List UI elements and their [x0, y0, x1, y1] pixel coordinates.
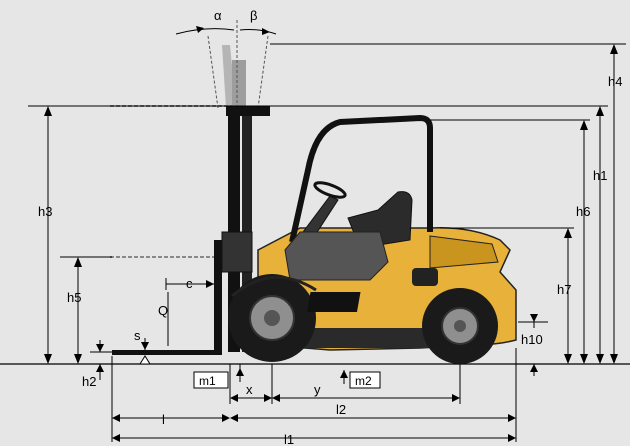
lowered-fork: [112, 350, 222, 355]
label-h4: h4: [608, 74, 622, 89]
alpha-tilt-line: [207, 35, 219, 109]
label-h2: h2: [82, 374, 96, 389]
label-h10: h10: [521, 332, 543, 347]
label-h3: h3: [38, 204, 52, 219]
front-hub: [264, 310, 280, 326]
label-beta: β: [250, 8, 257, 23]
m1-box: [193, 371, 229, 389]
label-l: l: [162, 412, 165, 427]
label-Q: Q: [158, 303, 168, 318]
label-alpha: α: [214, 8, 222, 23]
fork-heel: [214, 240, 222, 354]
extended-mast-ghost: [232, 60, 246, 108]
label-h1: h1: [593, 168, 607, 183]
front-fender: [231, 276, 317, 298]
label-s: s: [134, 328, 141, 343]
mast-head: [226, 106, 270, 116]
hood-shadow: [429, 235, 499, 269]
cat-logo: CAT: [372, 295, 404, 312]
forklift-illustration: CAT: [110, 20, 517, 364]
dimension-labels: α β h4 h1 h6 h7 h10 h3 h5 h2 c Q s m1 m2…: [38, 8, 622, 446]
label-m1: m1: [199, 374, 216, 388]
steering-wheel: [313, 181, 347, 199]
mast-inner: [242, 108, 252, 352]
grille: [412, 268, 438, 286]
m2-box: [349, 371, 381, 389]
label-x: x: [246, 382, 253, 397]
overhead-guard: [289, 115, 433, 243]
cabin-interior: [284, 231, 389, 281]
label-l1: l1: [284, 432, 294, 446]
label-m2: m2: [355, 374, 372, 388]
dimension-lines: [28, 26, 626, 442]
cat-logo-plate: [306, 292, 361, 312]
rear-hub: [454, 320, 466, 332]
label-h7: h7: [557, 282, 571, 297]
carriage: [221, 231, 253, 273]
label-c: c: [186, 276, 193, 291]
label-h5: h5: [67, 290, 81, 305]
label-y: y: [314, 382, 321, 397]
beta-tilt-line: [257, 35, 269, 109]
label-h6: h6: [576, 204, 590, 219]
load-center-marker: [139, 355, 151, 365]
label-l2: l2: [336, 402, 346, 417]
